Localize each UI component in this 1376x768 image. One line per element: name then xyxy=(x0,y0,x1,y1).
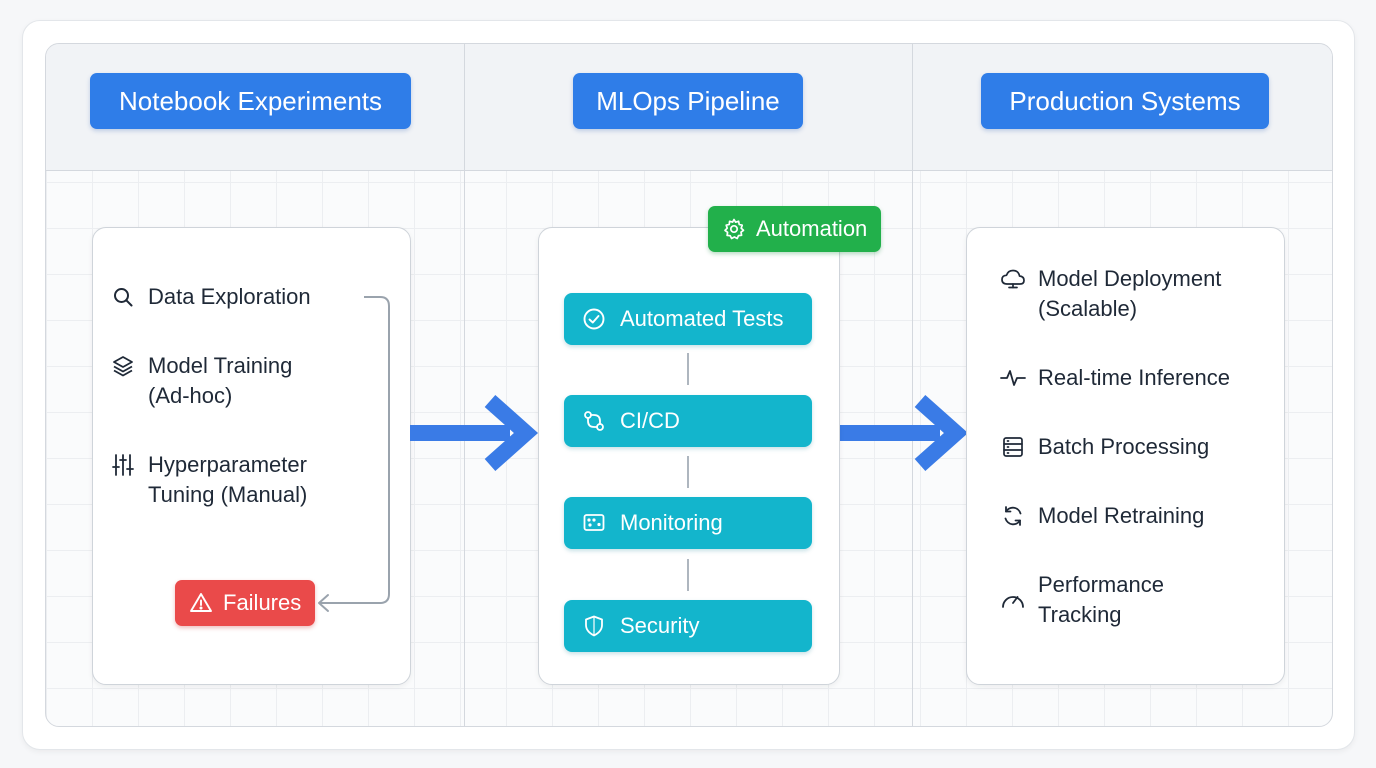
git-branch-icon xyxy=(580,407,608,435)
production-item-real-time-inference: Real-time Inference xyxy=(1000,363,1230,393)
failures-badge: Failures xyxy=(175,580,316,626)
item-label: Model Retraining xyxy=(1038,503,1205,528)
production-panel xyxy=(966,227,1285,685)
badge-label: Automation xyxy=(756,216,868,241)
column-title: Notebook Experiments xyxy=(118,85,383,116)
step-connector xyxy=(687,559,689,591)
column-header-notebook: Notebook Experiments xyxy=(90,73,411,129)
automation-badge: Automation xyxy=(708,206,882,252)
column-divider xyxy=(912,44,913,726)
column-header-mlops: MLOps Pipeline xyxy=(573,73,803,129)
item-sublabel: Tracking xyxy=(1038,602,1122,627)
step-ci-cd: CI/CD xyxy=(564,395,812,447)
column-title: Production Systems xyxy=(1009,85,1241,116)
step-label: CI/CD xyxy=(620,408,680,433)
item-label: Model Training xyxy=(148,353,293,378)
monitor-icon xyxy=(580,509,608,537)
notebook-item-data-exploration: Data Exploration xyxy=(110,282,311,312)
badge-label: Failures xyxy=(223,590,302,615)
production-item-batch-processing: Batch Processing xyxy=(1000,432,1209,462)
notebook-item-model-training: Model Training (Ad-hoc) xyxy=(110,351,292,411)
gear-icon xyxy=(722,217,746,241)
item-label: Performance xyxy=(1038,572,1164,597)
gauge-icon xyxy=(1000,570,1026,630)
step-connector xyxy=(687,456,689,488)
cloud-icon xyxy=(1000,264,1026,294)
search-icon xyxy=(110,282,136,312)
sliders-icon xyxy=(110,450,136,480)
flow-arrow-1 xyxy=(410,395,539,471)
step-label: Monitoring xyxy=(620,510,723,535)
check-circle-icon xyxy=(580,305,608,333)
column-title: MLOps Pipeline xyxy=(596,85,780,116)
server-icon xyxy=(1000,432,1026,462)
item-label: Real-time Inference xyxy=(1038,365,1230,390)
item-label: Data Exploration xyxy=(148,284,311,309)
column-header-production: Production Systems xyxy=(981,73,1269,129)
step-monitoring: Monitoring xyxy=(564,497,812,549)
flow-arrow-2 xyxy=(840,395,969,471)
warning-icon xyxy=(189,591,213,615)
column-divider xyxy=(464,44,465,726)
item-sublabel: (Scalable) xyxy=(1038,296,1138,321)
refresh-icon xyxy=(1000,501,1026,531)
production-item-model-retraining: Model Retraining xyxy=(1000,501,1204,531)
step-connector xyxy=(687,353,689,385)
production-item-model-deployment: Model Deployment (Scalable) xyxy=(1000,264,1221,324)
pulse-icon xyxy=(1000,363,1026,393)
step-label: Security xyxy=(620,613,700,638)
shield-icon xyxy=(580,612,608,640)
failure-loop-arrow xyxy=(318,296,390,612)
step-security: Security xyxy=(564,600,812,652)
step-automated-tests: Automated Tests xyxy=(564,293,812,345)
item-sublabel: (Ad-hoc) xyxy=(148,383,233,408)
item-sublabel: Tuning (Manual) xyxy=(148,482,308,507)
layers-icon xyxy=(110,351,136,381)
item-label: Hyperparameter xyxy=(148,452,307,477)
item-label: Model Deployment xyxy=(1038,266,1222,291)
notebook-item-hyperparameter-tuning: Hyperparameter Tuning (Manual) xyxy=(110,450,307,510)
production-item-performance-tracking: Performance Tracking xyxy=(1000,570,1164,630)
step-label: Automated Tests xyxy=(620,306,784,331)
item-label: Batch Processing xyxy=(1038,434,1210,459)
